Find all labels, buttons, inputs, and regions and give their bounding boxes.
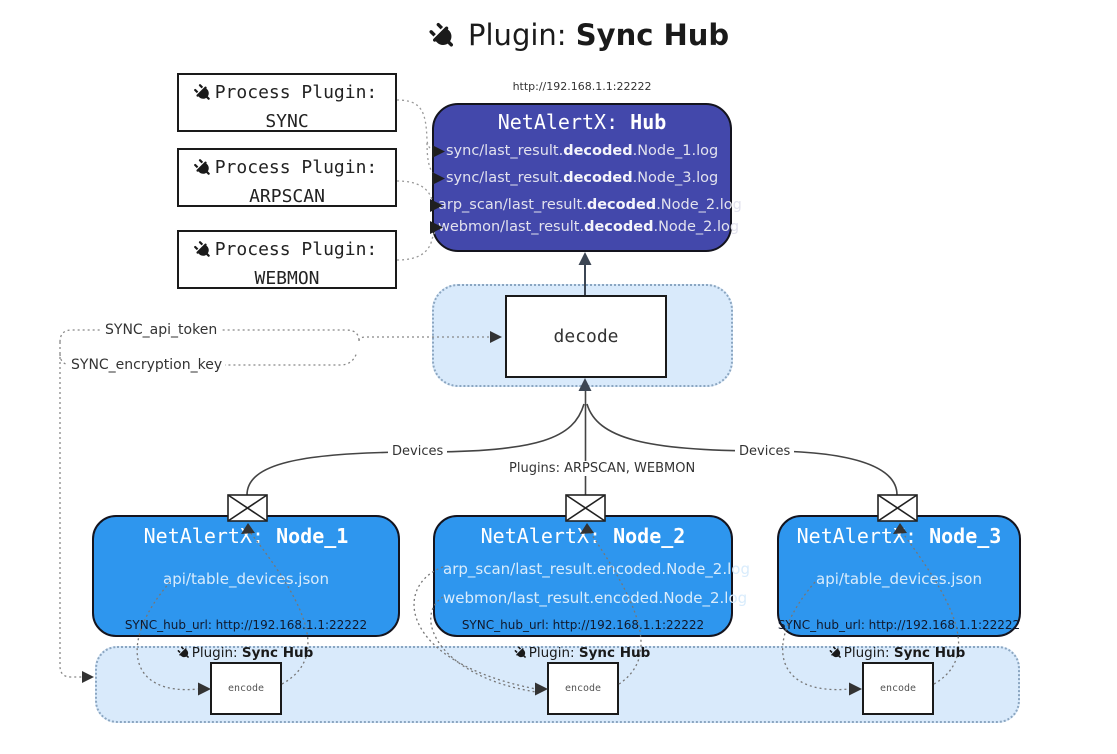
hub-log-line: arp_scan/last_result.decoded.Node_2.log: [438, 197, 742, 213]
process-plugin-name: WEBMON: [254, 268, 320, 290]
encode-label: encode: [564, 683, 602, 694]
hub-box: [432, 103, 732, 252]
process-plugin-label: Process Plugin:: [214, 82, 378, 103]
node2-file: webmon/last_result.encoded.Node_2.log: [443, 589, 748, 607]
encoder1-plugin-label: Plugin: Sync Hub: [156, 645, 336, 662]
hub-log-line: webmon/last_result.decoded.Node_2.log: [438, 219, 740, 235]
process-plugin-arpscan: Process Plugin: ARPSCAN: [177, 148, 397, 207]
encoder3-box: encode: [862, 662, 934, 715]
decode-box: decode: [505, 295, 667, 378]
page-title: Plugin: Sync Hub: [22, 18, 1117, 56]
hub-log-line: sync/last_result.decoded.Node_1.log: [446, 143, 719, 159]
process-plugin-name: SYNC: [265, 111, 309, 133]
node3-hub-url: SYNC_hub_url: http://192.168.1.1:22222: [777, 618, 1021, 632]
node2-file: arp_scan/last_result.encoded.Node_2.log: [443, 560, 750, 578]
hub-log-line: sync/last_result.decoded.Node_3.log: [446, 170, 719, 186]
encoder2-plugin-label: Plugin: Sync Hub: [493, 645, 673, 662]
sync-encryption-key-label: SYNC_encryption_key: [68, 357, 226, 373]
plug-icon: [190, 80, 221, 111]
edge-label-plugins: Plugins: ARPSCAN, WEBMON: [505, 461, 700, 476]
encode-label: encode: [879, 683, 917, 694]
node2-hub-url: SYNC_hub_url: http://192.168.1.1:22222: [461, 618, 705, 632]
process-plugin-webmon: Process Plugin: WEBMON: [177, 230, 397, 289]
title-name: Sync Hub: [575, 18, 730, 52]
process-plugin-label: Process Plugin:: [214, 239, 378, 260]
hub-title: NetAlertX: Hub: [432, 110, 732, 134]
node1-file: api/table_devices.json: [163, 570, 329, 588]
node3-title: NetAlertX: Node_3: [796, 524, 1002, 548]
hub-title-name: Hub: [630, 110, 667, 134]
hub-url-label: http://192.168.1.1:22222: [512, 80, 652, 93]
process-plugin-sync: Process Plugin: SYNC: [177, 73, 397, 132]
encoder3-plugin-label: Plugin: Sync Hub: [808, 645, 988, 662]
decode-label: decode: [553, 326, 619, 347]
plug-icon: [424, 17, 467, 60]
node1-hub-url: SYNC_hub_url: http://192.168.1.1:22222: [124, 618, 368, 632]
plug-icon: [190, 237, 221, 268]
encoder2-box: encode: [547, 662, 619, 715]
process-plugin-name: ARPSCAN: [249, 186, 325, 208]
plug-icon: [190, 155, 221, 186]
edge-label-devices-right: Devices: [735, 444, 795, 459]
title-prefix: Plugin:: [468, 18, 576, 52]
process-plugin-label: Process Plugin:: [214, 157, 378, 178]
node3-file: api/table_devices.json: [816, 570, 982, 588]
node2-title: NetAlertX: Node_2: [480, 524, 686, 548]
node1-title: NetAlertX: Node_1: [143, 524, 349, 548]
encoder1-box: encode: [210, 662, 282, 715]
sync-api-token-label: SYNC_api_token: [102, 322, 221, 338]
node-to-decode-edges: [246, 390, 898, 496]
into-band-arrowhead: [82, 671, 94, 683]
hub-title-prefix: NetAlertX:: [497, 110, 631, 134]
edge-label-devices-left: Devices: [388, 444, 448, 459]
encode-label: encode: [227, 683, 265, 694]
